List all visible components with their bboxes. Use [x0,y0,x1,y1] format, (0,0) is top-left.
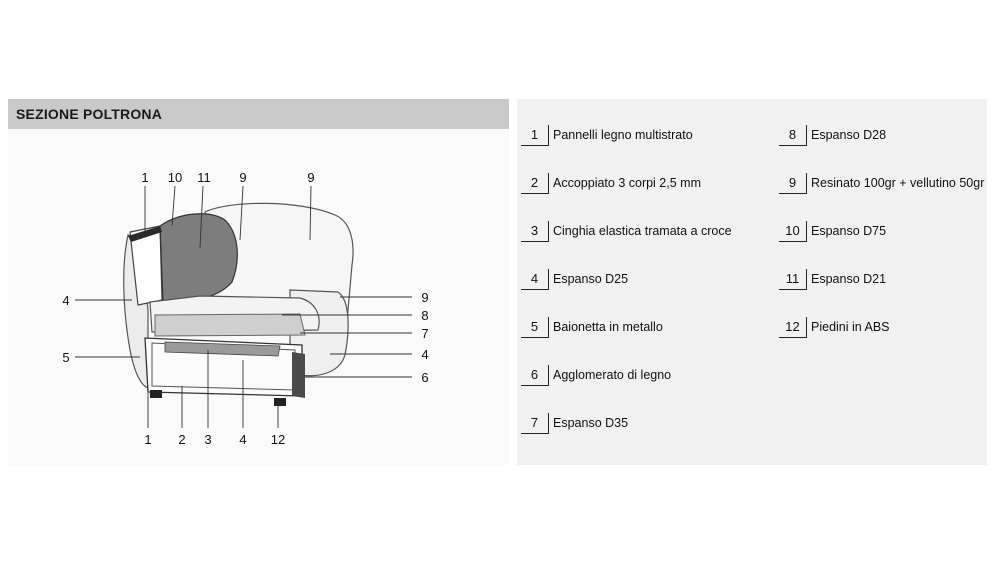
legend-number: 8 [779,125,807,146]
legend-number: 5 [521,317,549,338]
legend-number: 6 [521,365,549,386]
legend-label: Piedini in ABS [811,320,890,334]
legend-label: Accoppiato 3 corpi 2,5 mm [553,176,701,190]
callout-top-9a: 9 [239,170,246,185]
callout-right-6: 6 [421,370,428,385]
legend-label: Baionetta in metallo [553,320,663,334]
legend-number: 11 [779,269,807,290]
legend-label: Resinato 100gr + vellutino 50gr [811,176,985,190]
callout-left-5: 5 [62,350,69,365]
legend-label: Espanso D35 [553,416,629,430]
legend-label: Agglomerato di legno [553,368,672,382]
legend-label: Espanso D25 [553,272,629,286]
legend-number: 7 [521,413,549,434]
section-title: SEZIONE POLTRONA [16,106,163,122]
legend-number: 1 [521,125,549,146]
callout-top-9b: 9 [307,170,314,185]
webbing-shape [164,341,281,357]
legend-number: 10 [779,221,807,242]
callout-top-11: 11 [197,170,211,185]
legend-label: Espanso D75 [811,224,887,238]
legend-number: 9 [779,173,807,194]
callout-right-4: 4 [421,347,428,362]
callout-bottom-4: 4 [239,432,246,447]
legend-number: 3 [521,221,549,242]
callout-top-1: 1 [141,170,148,185]
side-block-shape [292,352,305,398]
legend-label: Cinghia elastica tramata a croce [553,224,732,238]
callout-bottom-12: 12 [271,432,285,447]
callout-bottom-3: 3 [204,432,211,447]
callout-bottom-1: 1 [144,432,151,447]
callout-left-4: 4 [62,293,69,308]
legend-label: Espanso D21 [811,272,887,286]
callout-right-9: 9 [421,290,428,305]
leader-lines [75,185,412,428]
section-header: SEZIONE POLTRONA [8,99,509,129]
callout-right-8: 8 [421,308,428,323]
foot-left [150,390,162,398]
legend-label: Espanso D28 [811,128,887,142]
top-foam-strip [128,226,162,242]
legend-number: 12 [779,317,807,338]
foot-right [274,398,286,406]
callout-right-7: 7 [421,326,428,341]
legend-number: 4 [521,269,549,290]
seat-foam-layer [154,313,306,337]
legend-label: Pannelli legno multistrato [553,128,693,142]
callout-top-10: 10 [168,170,182,185]
callout-bottom-2: 2 [178,432,185,447]
legend-panel: 1 Pannelli legno multistrato 2 Accoppiat… [517,99,987,465]
legend-number: 2 [521,173,549,194]
